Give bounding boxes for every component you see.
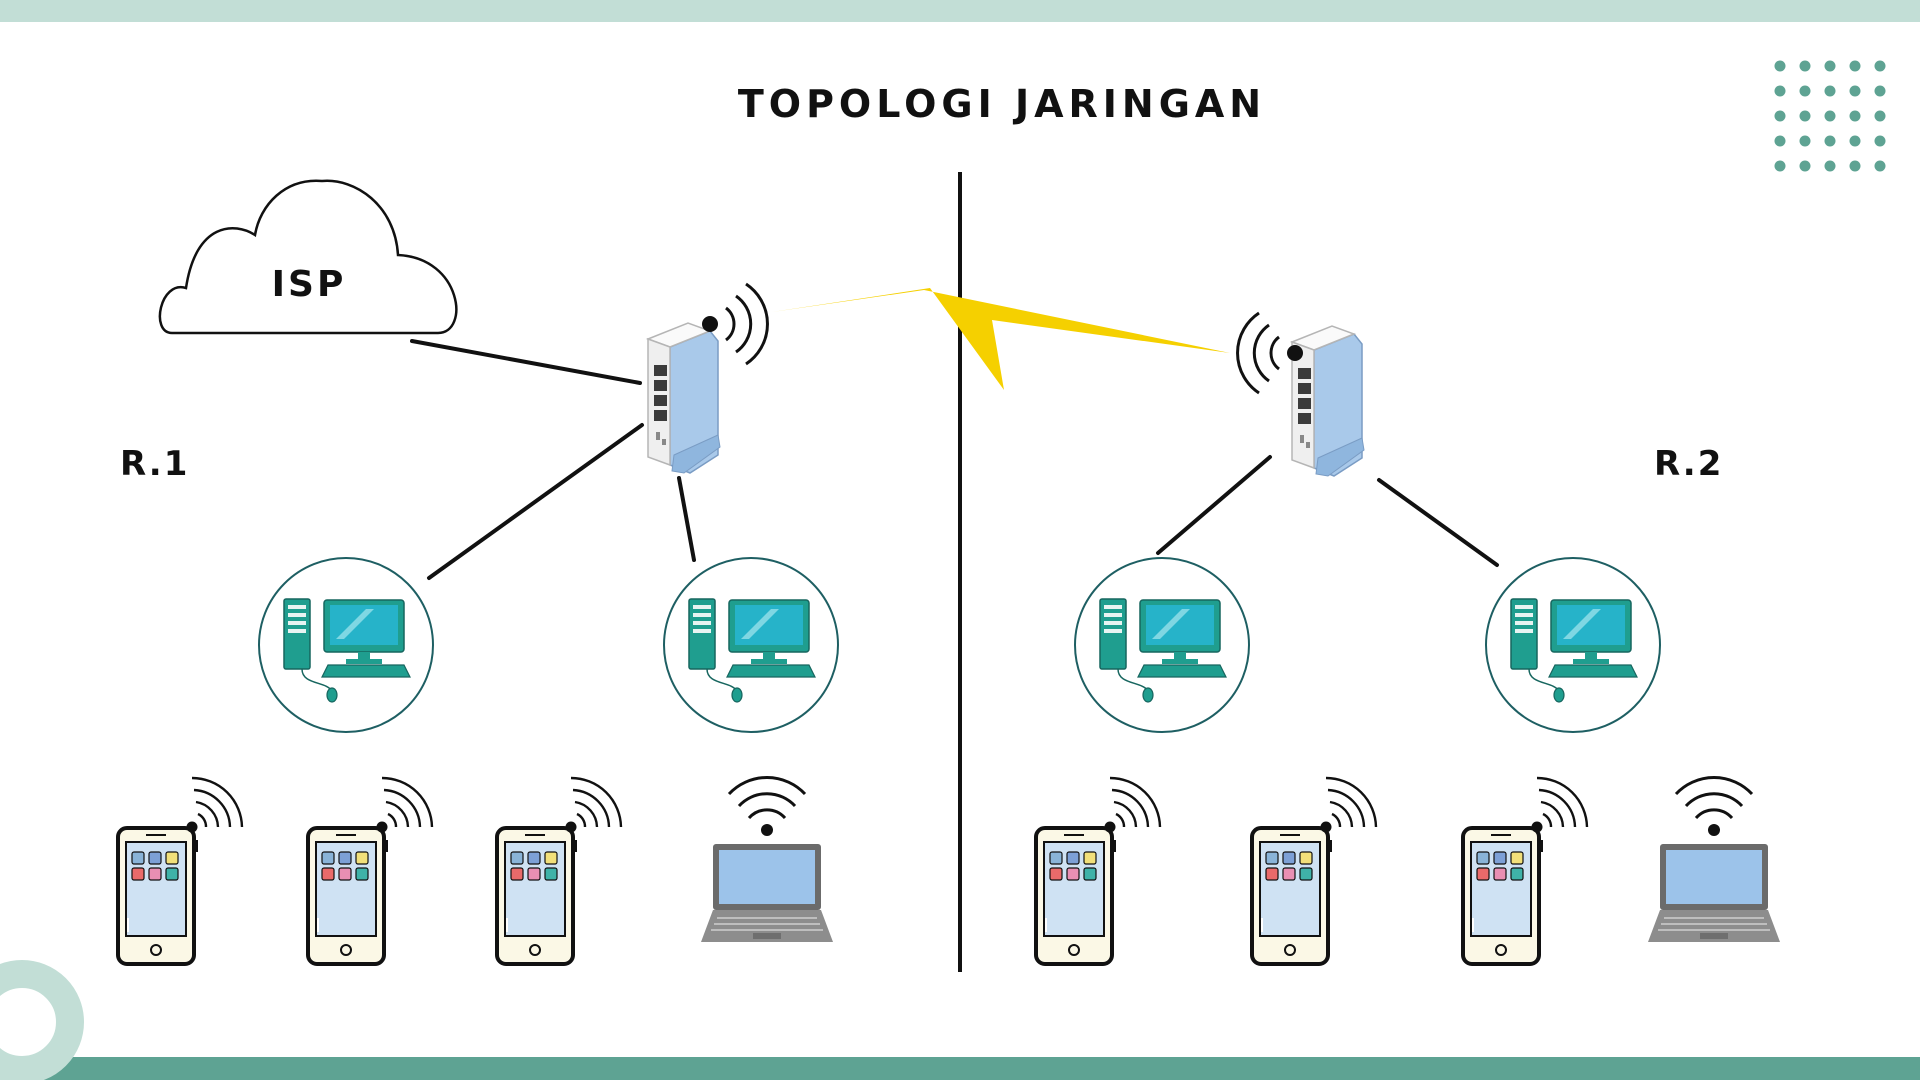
wired-connections [410, 339, 1499, 580]
desktop-computer-icon [1485, 557, 1661, 733]
desktop-computer-icon [258, 557, 434, 733]
smartphone-icon [1034, 776, 1162, 966]
router-label-r2: R.2 [1654, 444, 1724, 484]
decorative-dot-grid [1774, 60, 1886, 172]
smartphone-icon [495, 776, 623, 966]
laptop-icon [699, 775, 835, 944]
bottom-decor-band [0, 1057, 1920, 1080]
desktop-computer-icon [1074, 557, 1250, 733]
isp-label: ISP [272, 264, 347, 305]
router-r2-icon [1291, 325, 1365, 477]
router-r2-signal-icon [1236, 311, 1303, 395]
lightning-link-icon [772, 288, 1230, 390]
cloud-icon [158, 179, 458, 335]
router-r1-signal-icon [702, 282, 769, 366]
laptop-icon [1646, 775, 1782, 944]
smartphone-icon [1461, 776, 1589, 966]
decorative-ring [0, 960, 84, 1080]
diagram-title: TOPOLOGI JARINGAN [737, 82, 1267, 126]
top-decor-band [0, 0, 1920, 22]
smartphone-icon [306, 776, 434, 966]
smartphone-icon [116, 776, 244, 966]
router-label-r1: R.1 [120, 444, 190, 484]
desktop-computer-icon [663, 557, 839, 733]
router-r1-icon [647, 322, 721, 474]
smartphone-icon [1250, 776, 1378, 966]
